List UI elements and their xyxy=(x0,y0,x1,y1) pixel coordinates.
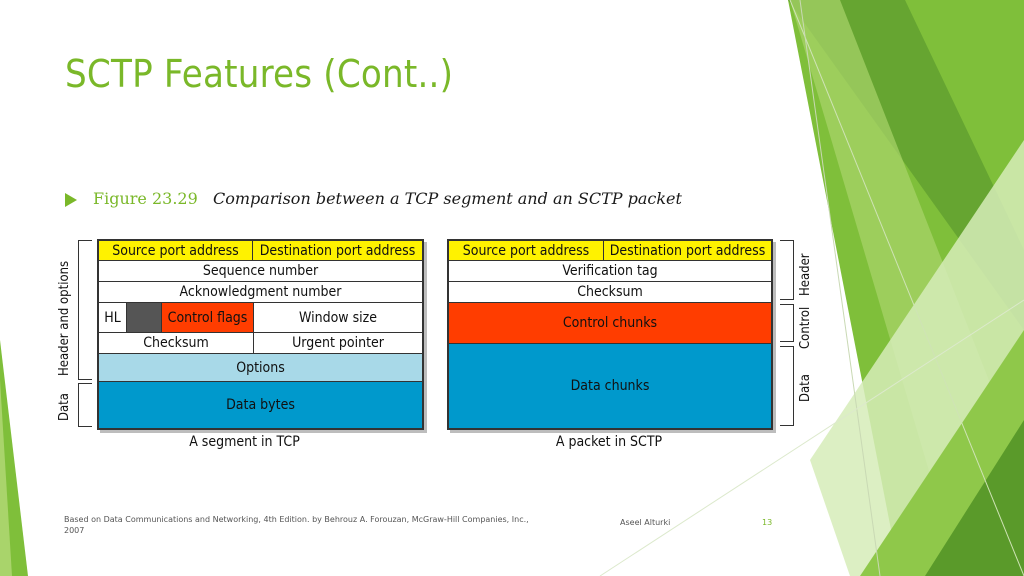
sctp-caption: A packet in SCTP xyxy=(555,434,663,450)
tcp-checksum: Checksum xyxy=(98,332,254,354)
tcp-source-port: Source port address xyxy=(98,240,253,261)
tcp-header-bracket xyxy=(78,240,92,380)
tcp-hl: HL xyxy=(98,302,127,333)
sctp-header-label: Header xyxy=(798,253,813,296)
tcp-caption: A segment in TCP xyxy=(189,434,300,450)
sctp-verification-tag: Verification tag xyxy=(448,260,772,282)
lower-right-dark-triangle xyxy=(925,420,1024,576)
author-name: Aseel Alturki xyxy=(620,518,671,527)
sctp-control-label: Control xyxy=(798,306,813,349)
left-light-sliver xyxy=(0,380,12,576)
bullet-arrow-icon xyxy=(65,193,77,207)
bottom-right-thin-line xyxy=(599,299,1024,576)
sctp-control-bracket xyxy=(780,304,794,342)
tcp-control-flags: Control flags xyxy=(161,302,254,333)
tcp-sequence-number: Sequence number xyxy=(98,260,423,282)
sctp-dest-port: Destination port address xyxy=(603,240,772,261)
sctp-data-bracket xyxy=(780,346,794,426)
sctp-data-chunks: Data chunks xyxy=(448,343,772,429)
tcp-header-label: Header and options xyxy=(57,260,72,376)
right-thin-line xyxy=(799,0,881,576)
sctp-control-chunks: Control chunks xyxy=(448,302,772,344)
tcp-data-bytes: Data bytes xyxy=(98,381,423,429)
tcp-dest-port: Destination port address xyxy=(252,240,423,261)
slide-title: SCTP Features (Cont..) xyxy=(65,52,454,96)
tcp-ack-number: Acknowledgment number xyxy=(98,281,423,303)
source-citation-line2: 2007 xyxy=(64,526,85,535)
figure-number: Figure 23.29 xyxy=(93,189,198,208)
sctp-header-bracket xyxy=(780,240,794,300)
tcp-data-bracket xyxy=(78,383,92,427)
tcp-urgent-pointer: Urgent pointer xyxy=(253,332,423,354)
tcp-options: Options xyxy=(98,353,423,382)
right-divider-line xyxy=(789,0,1024,576)
tcp-reserved xyxy=(126,302,162,333)
sctp-checksum: Checksum xyxy=(448,281,772,303)
sctp-packet: Source port address Destination port add… xyxy=(447,239,773,430)
page-number: 13 xyxy=(762,518,773,527)
figure-caption: Comparison between a TCP segment and an … xyxy=(213,189,682,208)
source-citation: Based on Data Communications and Network… xyxy=(64,514,604,536)
sctp-source-port: Source port address xyxy=(448,240,604,261)
tcp-window-size: Window size xyxy=(253,302,423,333)
sctp-data-label: Data xyxy=(798,374,813,402)
source-citation-line1: Based on Data Communications and Network… xyxy=(64,515,529,524)
tcp-segment: Source port address Destination port add… xyxy=(97,239,424,430)
tcp-data-label: Data xyxy=(57,393,72,421)
